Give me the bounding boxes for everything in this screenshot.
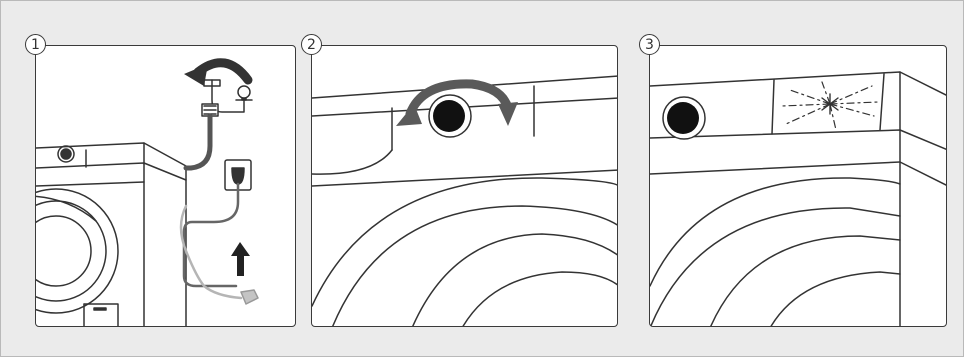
program-knob-icon [428, 94, 472, 138]
step-3-panel [649, 45, 947, 327]
washing-machine-front [312, 75, 617, 326]
display-flash-icon [771, 73, 885, 135]
step-1-badge: 1 [25, 34, 46, 55]
step-1-panel [35, 45, 296, 327]
rotate-arrow-icon [184, 58, 253, 86]
step-3-badge: 3 [639, 34, 660, 55]
washing-machine-front [650, 71, 946, 326]
rotate-arrow-icon [396, 79, 518, 126]
water-tap-icon [183, 79, 253, 171]
step-2-panel [311, 45, 618, 327]
up-arrow-icon [231, 242, 250, 276]
washing-machine [36, 142, 187, 326]
step-2-badge: 2 [301, 34, 322, 55]
program-knob-icon [662, 96, 706, 140]
power-plug-icon [182, 159, 252, 288]
